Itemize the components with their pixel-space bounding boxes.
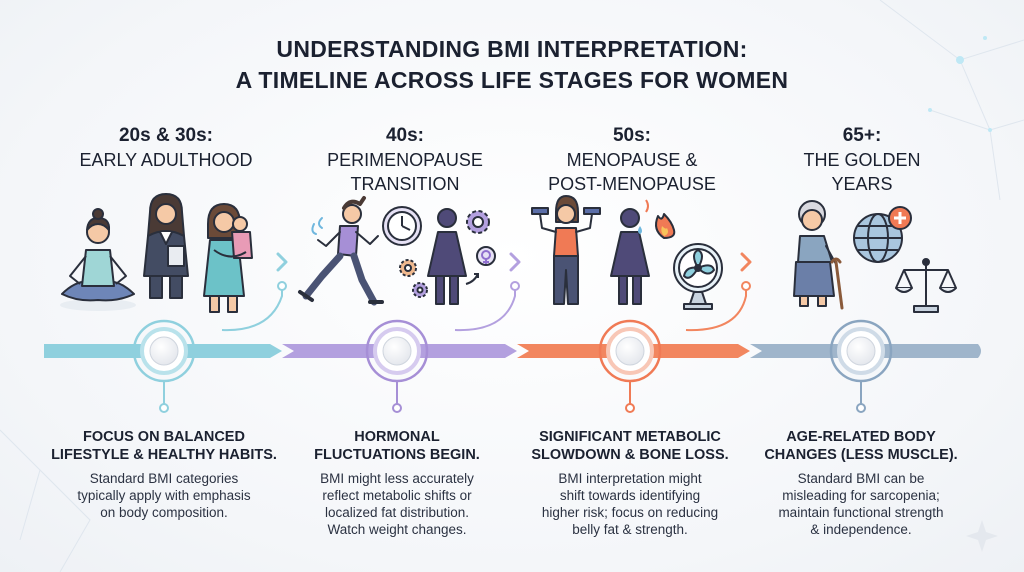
stage-name: MENOPAUSE & POST-MENOPAUSE — [548, 150, 716, 194]
timeline-node-4 — [829, 319, 893, 383]
stage-name: PERIMENOPAUSE TRANSITION — [327, 150, 483, 194]
flame-icon — [655, 213, 676, 239]
title-line-1: UNDERSTANDING BMI INTERPRETATION: — [276, 36, 748, 62]
timeline-node-3 — [598, 319, 662, 383]
connector-curve-2 — [454, 290, 516, 332]
woman-with-dumbbells-icon — [531, 195, 601, 305]
balance-scale-icon — [895, 258, 957, 313]
meditating-woman-icon — [60, 208, 136, 311]
stage-headline: FOCUS ON BALANCED LIFESTYLE & HEALTHY HA… — [51, 429, 277, 463]
stage-headline: SIGNIFICANT METABOLIC SLOWDOWN & BONE LO… — [531, 429, 729, 463]
hot-flash-woman-icon — [610, 199, 650, 305]
stage-name: THE GOLDEN YEARS — [803, 150, 921, 194]
stage-description-2: HORMONAL FLUCTUATIONS BEGIN. BMI might l… — [281, 428, 513, 538]
gear-icon — [399, 259, 417, 277]
chevron-right-icon — [740, 252, 752, 272]
stage-headline: AGE-RELATED BODY CHANGES (LESS MUSCLE). — [764, 429, 958, 463]
page-title: UNDERSTANDING BMI INTERPRETATION: A TIME… — [0, 34, 1024, 96]
timeline-node-1 — [132, 319, 196, 383]
female-symbol-icon — [465, 246, 496, 285]
mother-with-baby-icon — [203, 203, 253, 313]
stage-age: 40s: — [385, 125, 425, 146]
chevron-right-icon — [276, 252, 288, 272]
stage-body: BMI might less accurately reflect metabo… — [320, 471, 474, 537]
stage-name: EARLY ADULTHOOD — [79, 150, 253, 170]
stage-heading-4: 65+: THE GOLDEN YEARS — [742, 124, 982, 196]
stage-description-3: SIGNIFICANT METABOLIC SLOWDOWN & BONE LO… — [514, 428, 746, 538]
stage-body: BMI interpretation might shift towards i… — [541, 471, 719, 537]
fan-icon — [673, 243, 723, 310]
title-line-2: A TIMELINE ACROSS LIFE STAGES FOR WOMEN — [235, 67, 789, 93]
connector-curve-3 — [685, 290, 747, 332]
stage-age: 50s: — [612, 125, 652, 146]
gear-icon — [466, 210, 490, 234]
stage-heading-3: 50s: MENOPAUSE & POST-MENOPAUSE — [512, 124, 752, 196]
stage-headline: HORMONAL FLUCTUATIONS BEGIN. — [314, 429, 480, 463]
connector-curve-1 — [221, 290, 283, 332]
globe-health-icon — [853, 206, 912, 263]
running-woman-icon — [298, 196, 384, 306]
elderly-woman-with-cane-icon — [793, 200, 844, 310]
businesswoman-icon — [143, 193, 189, 299]
stage-age: 20s & 30s: — [118, 125, 213, 146]
gear-icon — [412, 282, 428, 298]
stage-body: Standard BMI can be misleading for sarco… — [778, 471, 944, 537]
woman-silhouette-icon — [427, 208, 467, 305]
stage-description-4: AGE-RELATED BODY CHANGES (LESS MUSCLE). … — [745, 428, 977, 538]
stage-body: Standard BMI categories typically apply … — [77, 471, 251, 520]
stage-heading-1: 20s & 30s: EARLY ADULTHOOD — [46, 124, 286, 172]
clock-icon — [382, 206, 422, 246]
stage-description-1: FOCUS ON BALANCED LIFESTYLE & HEALTHY HA… — [48, 428, 280, 521]
chevron-right-icon — [509, 252, 521, 272]
stage-age: 65+: — [842, 125, 882, 146]
stage-heading-2: 40s: PERIMENOPAUSE TRANSITION — [285, 124, 525, 196]
timeline-node-2 — [365, 319, 429, 383]
